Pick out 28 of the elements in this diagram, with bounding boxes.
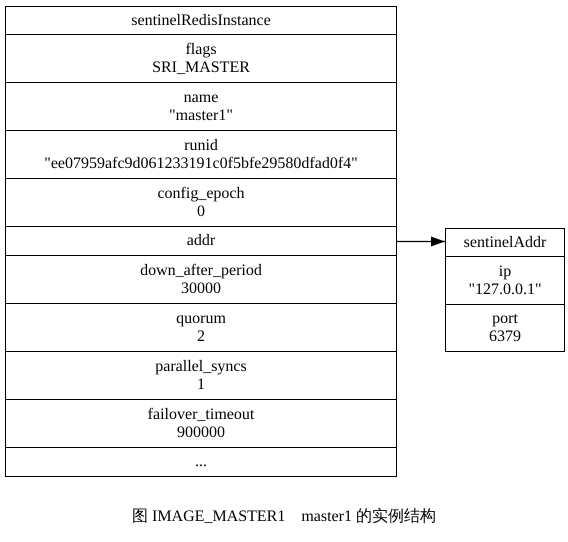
field-value: "master1" xyxy=(169,106,233,124)
field-name: ip xyxy=(498,262,512,280)
field-label: addr xyxy=(186,232,216,250)
field-label: sentinelRedisInstance xyxy=(131,12,271,30)
field-name: port xyxy=(492,310,518,328)
record-table xyxy=(5,6,397,477)
arrow xyxy=(397,236,445,246)
figure-caption: 图 IMAGE_MASTER1 master1 的实例结构 xyxy=(132,508,436,525)
field-name: parallel_syncs xyxy=(155,358,247,376)
field-value: "ee07959afc9d061233191c0f5bfe29580dfad0f4" xyxy=(44,154,358,172)
field-name: config_epoch xyxy=(157,184,245,202)
field-value: 30000 xyxy=(181,280,221,298)
field-name: name xyxy=(184,88,218,106)
field-label: sentinelAddr xyxy=(464,234,546,252)
field-label: ... xyxy=(195,452,207,470)
field-value: 900000 xyxy=(177,424,225,442)
field-value: 1 xyxy=(197,376,205,394)
field-name: down_after_period xyxy=(140,262,262,280)
field-value: "127.0.0.1" xyxy=(468,280,542,298)
field-value: 6379 xyxy=(489,328,521,346)
field-value: SRI_MASTER xyxy=(152,58,250,76)
field-name: runid xyxy=(184,136,218,154)
field-name: failover_timeout xyxy=(148,406,254,424)
field-value: 2 xyxy=(197,328,205,346)
field-name: quorum xyxy=(176,310,226,328)
field-name: flags xyxy=(185,40,217,58)
record-table xyxy=(445,228,565,352)
field-value: 0 xyxy=(197,202,205,220)
